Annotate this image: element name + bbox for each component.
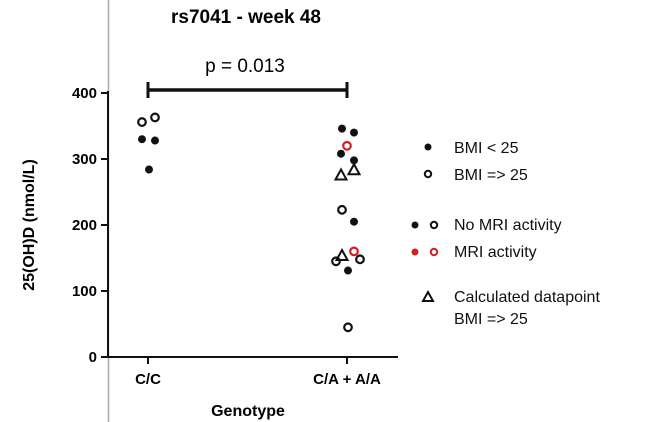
data-point-open	[331, 256, 341, 267]
legend-label-mri: MRI activity	[454, 244, 537, 261]
data-point-open	[150, 112, 160, 123]
x-tick-label: C/A + A/A	[313, 371, 381, 388]
legend-label-calculated-bmi: BMI => 25	[454, 311, 528, 328]
y-tick-label: 100	[72, 283, 97, 300]
x-tick-label: C/C	[135, 371, 161, 388]
data-point-filled	[350, 217, 358, 226]
data-point-open	[137, 117, 147, 127]
data-point-open	[342, 140, 352, 151]
chart-title: rs7041 - week 48	[171, 7, 321, 28]
data-point-triangle	[334, 247, 350, 262]
legend: BMI < 25 BMI => 25 No MRI activity MRI a…	[411, 140, 600, 328]
legend-filled-circle-icon	[424, 143, 432, 151]
data-points	[137, 112, 365, 333]
legend-label-calculated: Calculated datapoint	[454, 289, 600, 306]
data-point-open	[343, 322, 353, 333]
legend-label-bmi-over-25: BMI => 25	[454, 167, 528, 184]
data-point-triangle	[346, 162, 362, 176]
data-point-filled	[138, 135, 146, 144]
legend-red-filled-circle-icon	[411, 248, 419, 256]
data-point-filled	[350, 156, 358, 165]
legend-label-no-mri: No MRI activity	[454, 217, 562, 234]
p-value-label: p = 0.013	[205, 56, 285, 77]
significance-bracket: p = 0.013	[146, 56, 349, 98]
legend-triangle-icon	[421, 289, 435, 302]
data-point-filled	[151, 136, 159, 145]
data-point-triangle	[333, 167, 349, 181]
data-point-filled	[350, 128, 358, 137]
y-tick-label: 0	[89, 349, 97, 366]
legend-label-bmi-under-25: BMI < 25	[454, 140, 519, 157]
legend-filled-circle-icon	[411, 221, 419, 229]
y-tick-label: 400	[72, 85, 97, 102]
data-point-filled	[337, 149, 345, 158]
legend-open-circle-icon	[429, 220, 439, 230]
legend-red-open-circle-icon	[429, 247, 439, 257]
data-point-filled	[145, 165, 153, 174]
data-point-open	[337, 204, 347, 215]
y-axis: 0 100 200 300 400	[72, 85, 109, 366]
data-point-filled	[344, 266, 352, 275]
y-tick-label: 200	[72, 217, 97, 234]
x-axis-label: Genotype	[211, 403, 285, 420]
y-tick-label: 300	[72, 151, 97, 168]
data-point-filled	[338, 124, 346, 133]
data-point-open	[349, 246, 359, 257]
legend-open-circle-icon	[423, 169, 433, 179]
data-point-open	[355, 254, 365, 265]
x-axis: C/C C/A + A/A	[108, 356, 398, 388]
y-axis-label: 25(OH)D (nmol/L)	[21, 159, 38, 291]
